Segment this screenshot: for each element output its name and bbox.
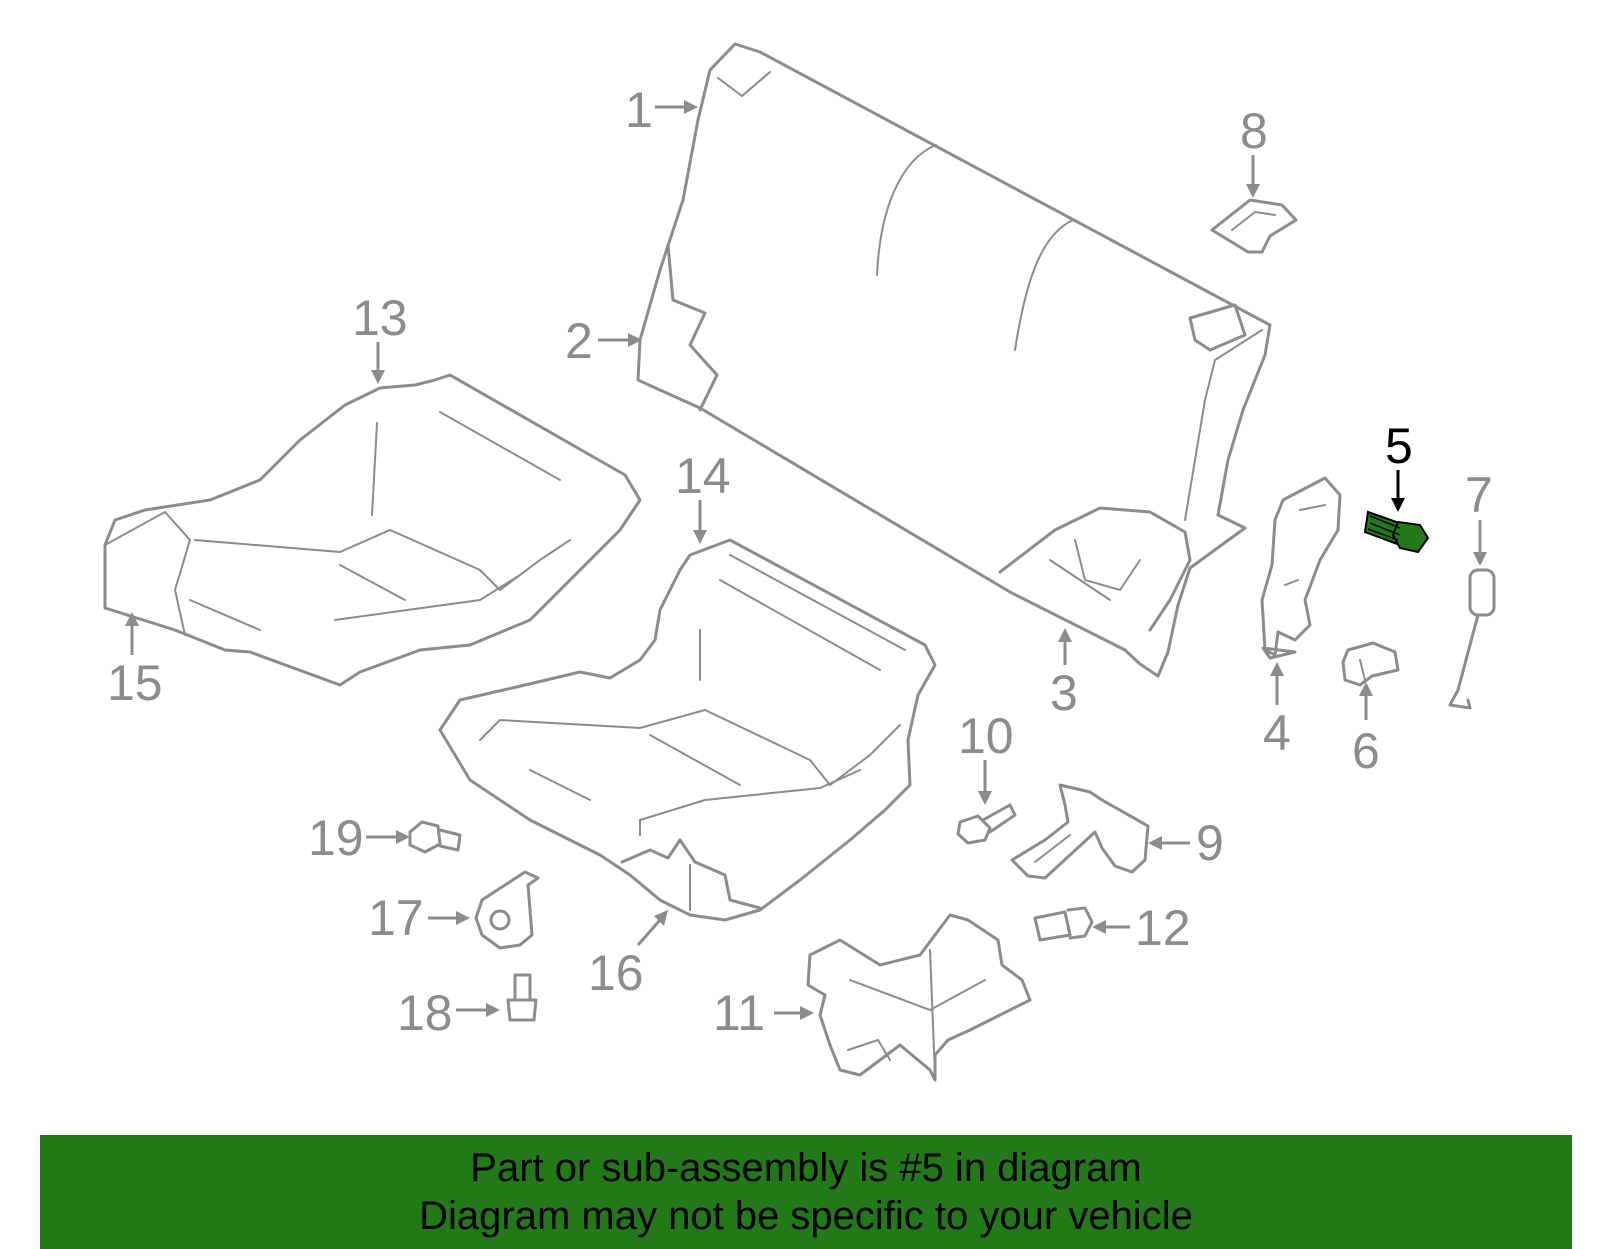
callout-label: 12 xyxy=(1135,900,1191,956)
callout-16[interactable]: 16 xyxy=(588,910,668,1001)
callout-12[interactable]: 12 xyxy=(1092,900,1191,956)
seat-back-frame-part[interactable] xyxy=(666,243,719,412)
banner-disclaimer: Diagram may not be specific to your vehi… xyxy=(419,1194,1193,1238)
callout-label: 6 xyxy=(1352,723,1380,779)
callout-18[interactable]: 18 xyxy=(397,985,500,1041)
support-bracket-part[interactable] xyxy=(1010,783,1150,880)
callout-label-highlighted: 5 xyxy=(1385,418,1413,474)
callout-label: 8 xyxy=(1240,103,1268,159)
callout-5[interactable]: 5 xyxy=(1385,418,1413,512)
callout-15[interactable]: 15 xyxy=(107,612,163,711)
callout-label: 15 xyxy=(107,655,163,711)
info-banner: Part or sub-assembly is #5 in diagram Di… xyxy=(40,1135,1572,1249)
callout-label: 11 xyxy=(713,985,765,1041)
callout-10[interactable]: 10 xyxy=(958,708,1014,805)
hinge-bracket-part[interactable] xyxy=(1260,476,1342,660)
seat-cushion-left-part[interactable] xyxy=(103,373,642,687)
cover-part[interactable] xyxy=(1210,198,1298,254)
callout-1[interactable]: 1 xyxy=(625,82,698,138)
callout-label: 19 xyxy=(308,810,364,866)
callout-11[interactable]: 11 xyxy=(713,985,814,1041)
rod-part[interactable] xyxy=(1448,568,1496,710)
seat-back-lower-part[interactable] xyxy=(998,303,1247,632)
seat-cushion-center-part[interactable] xyxy=(438,538,937,922)
banner-part-reference: Part or sub-assembly is #5 in diagram xyxy=(470,1146,1142,1190)
bolt-part-19[interactable] xyxy=(408,820,462,854)
callout-label: 1 xyxy=(625,82,653,138)
bolt-part-12[interactable] xyxy=(1033,906,1094,942)
bolt-part-10[interactable] xyxy=(956,803,1017,845)
callout-9[interactable]: 9 xyxy=(1148,815,1224,871)
callout-label: 10 xyxy=(958,708,1014,764)
callout-4[interactable]: 4 xyxy=(1263,662,1291,761)
callout-label: 4 xyxy=(1263,705,1291,761)
callout-14[interactable]: 14 xyxy=(675,448,731,544)
callout-13[interactable]: 13 xyxy=(352,290,408,384)
callout-19[interactable]: 19 xyxy=(308,810,410,866)
callout-7[interactable]: 7 xyxy=(1465,467,1493,566)
callout-2[interactable]: 2 xyxy=(565,313,642,369)
seat-back-part[interactable] xyxy=(636,42,1272,678)
bolt-part-18[interactable] xyxy=(506,973,538,1022)
clip-part[interactable] xyxy=(1341,641,1400,687)
bolt-part-highlighted[interactable] xyxy=(1363,510,1430,554)
callout-label: 16 xyxy=(588,945,644,1001)
callout-label: 14 xyxy=(675,448,731,504)
callout-label: 7 xyxy=(1465,467,1493,523)
callout-6[interactable]: 6 xyxy=(1352,682,1380,779)
frame-mount-part[interactable] xyxy=(806,913,1032,1082)
callout-label: 9 xyxy=(1196,815,1224,871)
callout-label: 3 xyxy=(1050,665,1078,721)
callout-label: 2 xyxy=(565,313,593,369)
callout-3[interactable]: 3 xyxy=(1050,628,1078,721)
callout-label: 18 xyxy=(397,985,453,1041)
plate-part[interactable] xyxy=(474,870,540,950)
callout-label: 17 xyxy=(368,890,424,946)
cushion-frame-part[interactable] xyxy=(620,838,762,911)
callout-label: 13 xyxy=(352,290,408,346)
callout-17[interactable]: 17 xyxy=(368,890,470,946)
callout-8[interactable]: 8 xyxy=(1240,103,1268,198)
